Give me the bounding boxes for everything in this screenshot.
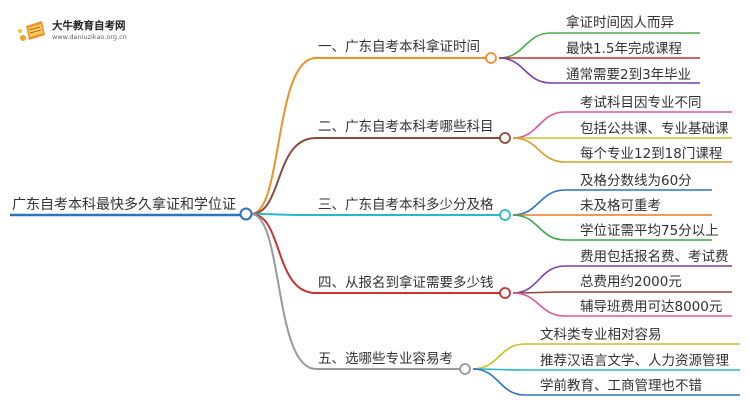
leaf-2-1-label: 考试科目因专业不同 [580,95,702,111]
leaf-5-2-label: 推荐汉语言文学、人力资源管理 [540,353,729,369]
leaf-1-3-label: 通常需要2到3年毕业 [566,67,692,83]
branch-1-connector [250,57,317,215]
leaf-4-2-connector [512,291,732,294]
leaf-5-1-connector [472,343,740,370]
branch-1-label: 一、广东自考本科拿证时间 [318,39,480,55]
logo-title: 大牛教育自考网 [52,20,126,32]
leaf-4-1-connector [512,265,732,294]
branch-5-connector [250,213,317,370]
leaf-2-2-label: 包括公共课、专业基础课 [580,121,729,137]
leaf-3-3-label: 学位证需平均75分以上 [580,223,719,239]
root-node-label: 广东自考本科最快多久拿证和学位证 [12,197,236,213]
branch-2-connector [250,137,317,215]
leaf-4-3-connector [512,292,732,317]
branch-4-label: 四、从报名到拿证需要多少钱 [318,275,494,291]
logo-url: www.daniuzikao.org.cn [52,33,127,41]
leaf-5-3-connector [472,368,740,396]
branch-2-label: 二、广东自考本科考哪些科目 [318,119,494,135]
branch-3-connector [250,213,317,216]
book-logo-icon [18,21,45,41]
mindmap-edges [10,32,740,396]
leaf-4-1-label: 费用包括报名费、考试费 [580,249,729,265]
branch-4-connector [250,213,317,294]
leaf-5-1-label: 文科类专业相对容易 [540,327,662,343]
leaf-2-3-label: 每个专业12到18门课程 [580,146,723,162]
leaf-5-3-label: 学前教育、工商管理也不错 [540,378,702,394]
branch-5-node [459,363,471,375]
leaf-2-1-connector [512,111,732,139]
branch-3-node [499,209,511,221]
leaf-1-1-label: 拿证时间因人而异 [566,15,674,31]
root-node [239,207,253,221]
leaf-3-2-label: 未及格可重考 [580,198,661,214]
branch-3-label: 三、广东自考本科多少分及格 [318,197,494,213]
leaf-1-3-connector [498,57,700,84]
leaf-1-1-connector [498,32,700,59]
branch-1-node [485,52,497,64]
leaf-1-2-label: 最快1.5年完成课程 [566,41,682,57]
leaf-4-3-label: 辅导班费用可达8000元 [580,299,723,315]
leaf-3-1-label: 及格分数线为60分 [580,173,692,189]
leaf-3-1-connector [512,189,712,216]
branch-4-node [499,287,511,299]
leaf-2-3-connector [512,137,732,163]
mindmap-nodes [239,52,511,375]
leaf-3-3-connector [512,214,712,241]
branch-5-label: 五、选哪些专业容易考 [318,351,453,367]
site-logo[interactable]: 大牛教育自考网 www.daniuzikao.org.cn [14,14,154,48]
leaf-4-2-label: 总费用约2000元 [580,274,682,290]
branch-2-node [499,132,511,144]
